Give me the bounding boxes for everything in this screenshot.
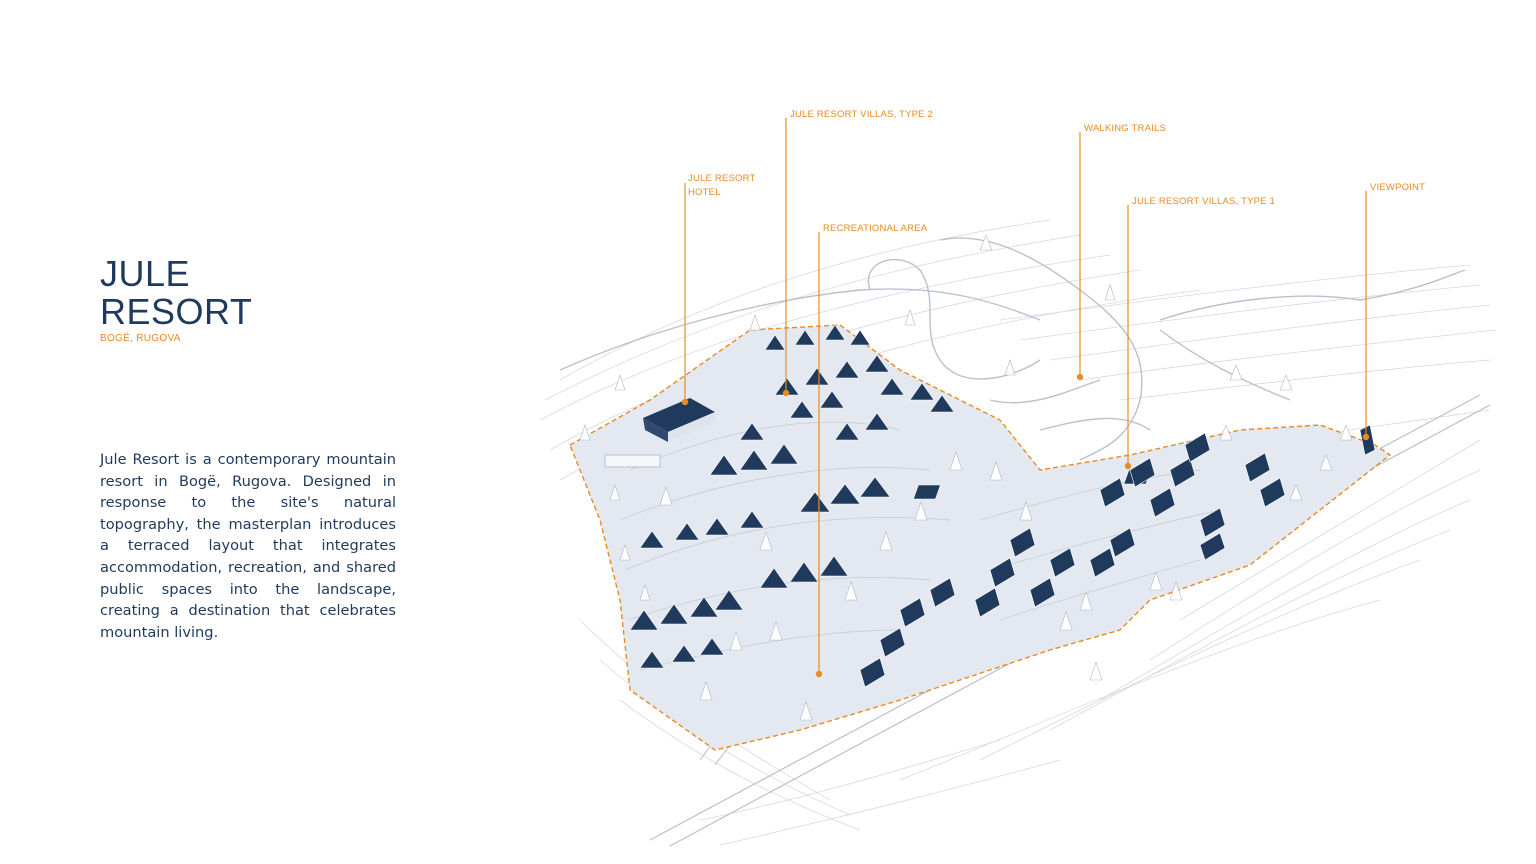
callout-viewpoint: VIEWPOINT	[1370, 182, 1426, 193]
callout-villas-type-1: JULE RESORT VILLAS, TYPE 1	[1132, 196, 1276, 207]
callout-villas-type-2: JULE RESORT VILLAS, TYPE 2	[790, 109, 934, 120]
callout-walking-trails: WALKING TRAILS	[1084, 123, 1166, 134]
callout-lines	[681, 118, 1370, 678]
location-subtitle: BOGË, RUGOVA	[100, 333, 181, 344]
trees	[579, 234, 1353, 721]
title-line-2: RESORT	[100, 291, 253, 332]
callout-hotel-line-1: JULE RESORT	[688, 173, 756, 184]
hotel-building	[604, 398, 715, 468]
callout-hotel: JULE RESORT HOTEL	[688, 172, 756, 200]
callout-hotel-line-2: HOTEL	[688, 187, 721, 198]
villas-type-2	[629, 324, 955, 669]
villas-type-1	[859, 424, 1376, 688]
site-boundary	[569, 324, 1392, 751]
roads	[559, 237, 1466, 461]
terrace-bands	[619, 421, 1221, 671]
callout-recreational-area: RECREATIONAL AREA	[823, 223, 928, 234]
page-title: JULE RESORT	[100, 255, 252, 331]
title-line-1: JULE	[100, 253, 191, 294]
site-terrain	[570, 325, 1390, 750]
description-paragraph: Jule Resort is a contemporary mountain r…	[100, 451, 396, 641]
